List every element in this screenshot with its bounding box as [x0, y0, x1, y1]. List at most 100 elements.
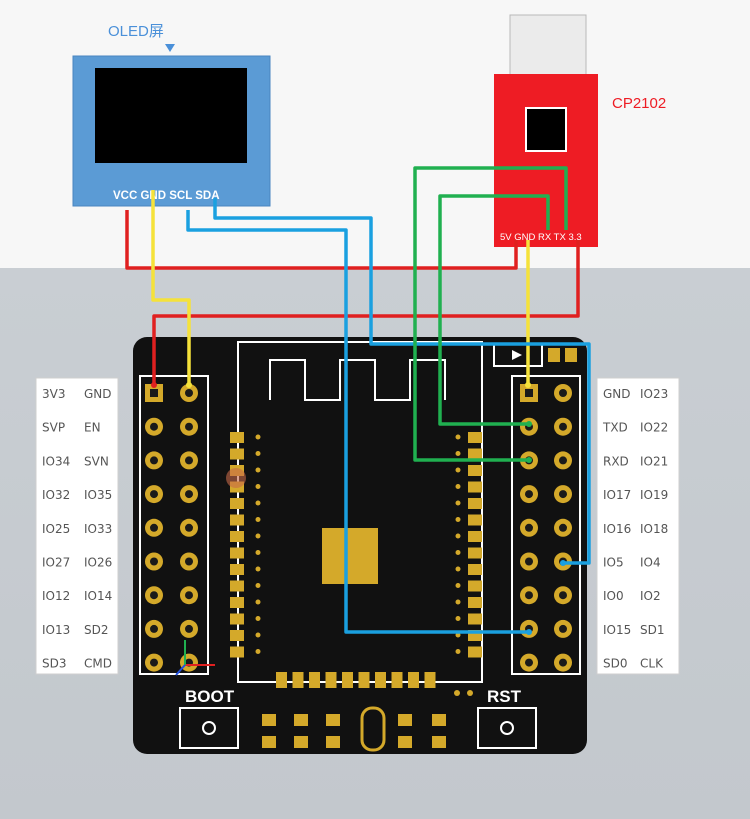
pin-label: IO2: [640, 589, 661, 603]
side-pad: [230, 630, 244, 641]
side-pad: [468, 630, 482, 641]
pin-hole: [525, 389, 533, 397]
pin-label: GND: [84, 387, 112, 401]
pin-label: IO33: [84, 522, 112, 536]
pin-hole: [150, 557, 158, 566]
via: [255, 550, 261, 555]
wire-endpoint: [526, 629, 532, 635]
pin-label: IO35: [84, 488, 112, 502]
boot-label: BOOT: [185, 687, 235, 706]
via: [455, 484, 461, 489]
pin-label: SVN: [84, 454, 109, 468]
boot-button[interactable]: [179, 707, 239, 749]
small-pad: [548, 348, 560, 362]
pin-hole: [150, 389, 158, 397]
side-pad: [230, 597, 244, 608]
cp2102-module: CP2102 5V GND RX TX 3.3: [494, 14, 666, 247]
via: [455, 434, 461, 440]
smd-pad: [294, 714, 308, 726]
via: [255, 517, 261, 522]
oled-screen: [95, 68, 247, 163]
pin-label: TXD: [602, 421, 628, 435]
bottom-pad: [424, 672, 436, 688]
via: [255, 434, 261, 440]
pin-label: IO25: [42, 522, 70, 536]
wire-scl: [186, 210, 529, 634]
pin-hole: [559, 523, 567, 532]
side-pad: [230, 432, 244, 443]
wire-3v3: [152, 240, 580, 385]
pin-label: IO16: [603, 522, 631, 536]
smd-components: [262, 690, 473, 748]
pin-hole: [559, 389, 567, 397]
pin-hole: [525, 523, 533, 532]
bottom-pad: [276, 672, 287, 688]
cp2102-pin-labels: 5V GND RX TX 3.3: [500, 232, 582, 243]
pin-label: SVP: [42, 421, 65, 435]
pin-hole: [150, 523, 158, 532]
bottom-pad: [292, 672, 304, 688]
pin-label: GND: [603, 387, 631, 401]
side-pad: [468, 498, 482, 509]
via: [255, 484, 261, 489]
esp32-board: BOOT RST: [133, 337, 587, 754]
bottom-pad: [408, 672, 419, 688]
pin-label: IO27: [42, 556, 70, 570]
rst-button-cap: [500, 721, 514, 735]
pin-hole: [559, 456, 567, 465]
oval-component: [360, 706, 386, 752]
via: [455, 550, 461, 555]
via: [255, 616, 261, 621]
rst-button[interactable]: [477, 707, 537, 749]
via: [255, 500, 261, 506]
pin-label: CLK: [640, 657, 664, 671]
pin-hole: [150, 422, 158, 431]
wire-endpoint: [526, 457, 532, 463]
wire-endpoint: [526, 421, 532, 427]
bottom-pad: [325, 672, 337, 688]
pin-hole: [150, 456, 158, 465]
wire-endpoint: [525, 382, 531, 388]
led-icon: [512, 350, 522, 360]
cp2102-board: [494, 74, 598, 247]
smd-pad: [262, 714, 276, 726]
pin-label: CMD: [84, 657, 112, 671]
pin-hole: [185, 422, 193, 431]
side-pad: [230, 498, 244, 509]
pin-hole: [185, 456, 193, 465]
side-pad: [468, 613, 482, 625]
pin-label: IO5: [603, 556, 624, 570]
pin-label: SD2: [84, 623, 109, 637]
via: [467, 690, 473, 696]
oled-module: OLED屏 VCC GND SCL SDA: [72, 23, 271, 207]
pin-hole: [559, 490, 567, 499]
side-pad: [468, 580, 482, 592]
reflection-spot: [226, 468, 246, 488]
pin-hole: [525, 557, 533, 566]
side-pad: [230, 547, 244, 559]
pin-hole: [185, 490, 193, 499]
pin-label: IO0: [603, 589, 624, 603]
oled-arrow-icon: [165, 44, 175, 52]
pin-label: IO12: [42, 589, 70, 603]
pin-hole: [559, 658, 567, 667]
pin-label: IO4: [640, 556, 661, 570]
smd-pad: [262, 736, 276, 748]
smd-pad: [326, 736, 340, 748]
via: [455, 467, 461, 473]
side-pad: [468, 514, 482, 526]
pin-hole: [559, 422, 567, 431]
via: [255, 649, 261, 654]
axis-z-icon: [175, 664, 186, 676]
wire-rx: [413, 166, 568, 462]
cp2102-chip: [525, 107, 567, 152]
via: [455, 451, 461, 456]
side-pad: [468, 432, 482, 443]
via: [255, 533, 261, 539]
left-pin-label-card: [35, 377, 119, 675]
wire-endpoint: [151, 382, 157, 388]
pin-hole: [150, 658, 158, 667]
side-pad: [230, 646, 244, 658]
